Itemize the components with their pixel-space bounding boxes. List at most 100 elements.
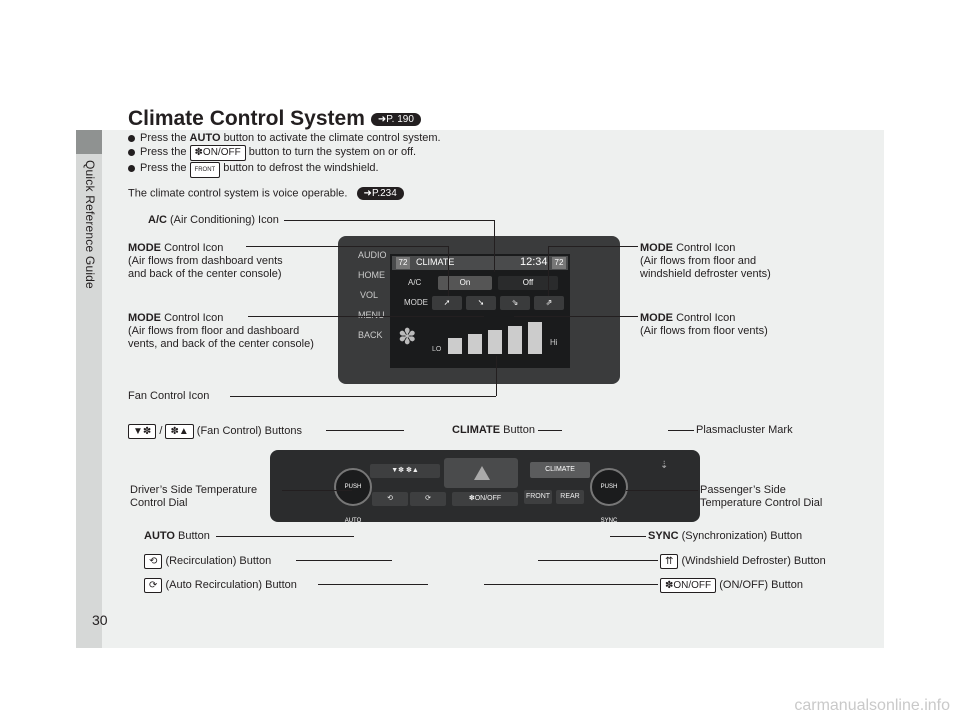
voice-ref-link[interactable]: ➜P.234 [356, 187, 404, 200]
leader-line [610, 536, 646, 537]
leader-line [296, 560, 392, 561]
callout-ac-icon: A/C (Air Conditioning) Icon [148, 214, 279, 226]
callout-auto-button: AUTO Button [144, 530, 210, 542]
fan-level-bar[interactable] [528, 322, 542, 354]
mode-floor-defrost-icon[interactable]: ⇗ [534, 296, 564, 310]
footer [0, 648, 960, 722]
onoff-button[interactable]: ✽ON/OFF [452, 492, 518, 506]
watermark: carmanualsonline.info [794, 697, 950, 714]
recirculation-icon: ⟲ [387, 495, 393, 502]
climate-button[interactable]: CLIMATE [530, 462, 590, 478]
leader-line [326, 430, 404, 431]
display-title: CLIMATE [416, 257, 455, 267]
page-number: 30 [92, 612, 108, 628]
leader-line [484, 584, 658, 585]
display-side-buttons: AUDIO HOME VOL MENU BACK [352, 250, 387, 368]
callout-plasmacluster: Plasmacluster Mark [696, 424, 793, 436]
front-defrost-icon: FRONT [189, 162, 221, 178]
sidebar-tab [76, 130, 102, 154]
volume-button[interactable]: VOL [359, 290, 378, 300]
callout-auto-recirculation: ⟳ (Auto Recirculation) Button [144, 578, 297, 593]
bullet-item: Press the ✽ON/OFF button to turn the sys… [128, 145, 441, 161]
mode-dash-icon[interactable]: ➚ [432, 296, 462, 310]
callout-recirculation: ⟲ (Recirculation) Button [144, 554, 271, 569]
auto-recirculation-button[interactable]: ⟳ [410, 492, 446, 506]
leader-line [538, 560, 658, 561]
leader-line [514, 316, 638, 317]
fan-control-buttons[interactable]: ▼✽ ✽▲ [370, 464, 440, 478]
page-title: Climate Control System ➜P. 190 [128, 107, 421, 131]
callout-sync-button: SYNC (Synchronization) Button [648, 530, 803, 542]
fan-icon: ✽ [398, 324, 417, 349]
recirculation-button[interactable]: ⟲ [372, 492, 408, 506]
callout-mode-floor: MODE Control Icon(Air flows from floor v… [640, 312, 768, 337]
leader-line [626, 490, 698, 491]
leader-line [284, 220, 494, 221]
menu-button[interactable]: MENU [358, 310, 385, 320]
fan-level-bar[interactable] [488, 330, 502, 354]
link-arrow-icon: ➜ [377, 113, 387, 125]
home-button[interactable]: HOME [358, 270, 385, 280]
bullet-list: Press the AUTO button to activate the cl… [128, 131, 441, 178]
callout-windshield: ⇈ (Windshield Defroster) Button [660, 554, 826, 569]
auto-recirculation-icon: ⟳ [144, 578, 163, 593]
ac-off-button[interactable]: Off [498, 276, 558, 290]
callout-mode-floor-defrost: MODE Control Icon(Air flows from floor a… [640, 242, 771, 280]
title-ref-link[interactable]: ➜P. 190 [370, 112, 421, 126]
leader-line [282, 490, 352, 491]
fan-icon: ✽ [194, 147, 203, 158]
driver-temp-dial[interactable]: PUSH AUTO [334, 468, 372, 524]
leader-line [246, 246, 448, 247]
bullet-icon [128, 148, 135, 156]
bullet-item: Press the FRONT button to defrost the wi… [128, 161, 441, 178]
callout-onoff: ✽ON/OFF (ON/OFF) Button [660, 578, 803, 593]
rear-defroster-button[interactable]: REAR [556, 490, 584, 504]
bullet-icon [128, 164, 135, 172]
windshield-defroster-button[interactable]: FRONT [524, 490, 552, 504]
audio-button[interactable]: AUDIO [358, 250, 387, 260]
temp-left: 72 [396, 257, 410, 269]
title-text: Climate Control System [128, 107, 365, 130]
leader-line [548, 246, 549, 296]
fan-down-button-icon: ▼✽ [128, 424, 157, 439]
ac-on-button[interactable]: On [438, 276, 492, 290]
fan-level-bar[interactable] [508, 326, 522, 354]
fan-level-bar[interactable] [468, 334, 482, 354]
temp-right: 72 [552, 257, 566, 269]
sidebar-label: Quick Reference Guide [83, 160, 97, 289]
leader-line [496, 356, 497, 396]
hazard-icon [474, 466, 490, 480]
fan-up-button-icon: ✽▲ [165, 424, 194, 439]
leader-line [668, 430, 694, 431]
link-arrow-icon: ➜ [363, 188, 372, 199]
mode-row: MODE ➚ ➘ ⇘ ⇗ [398, 296, 564, 310]
fan-down-icon: ▼✽ [391, 467, 405, 474]
bullet-item: Press the AUTO button to activate the cl… [128, 131, 441, 145]
mode-dash-floor-icon[interactable]: ➘ [466, 296, 496, 310]
passenger-temp-dial[interactable]: PUSH SYNC [590, 468, 628, 524]
callout-mode-dash: MODE Control Icon(Air flows from dashboa… [128, 242, 283, 280]
auto-recirculation-icon: ⟳ [425, 495, 431, 502]
sidebar [76, 130, 102, 648]
leader-line [448, 246, 449, 296]
ac-row: A/C On Off [398, 276, 564, 290]
bullet-icon [128, 134, 135, 142]
leader-line [230, 396, 496, 397]
fan-level-bar[interactable] [448, 338, 462, 354]
plasmacluster-icon: ⇣ [660, 460, 669, 471]
page-panel [76, 130, 884, 648]
callout-climate-button: CLIMATE Button [452, 424, 535, 436]
display-header: 72 CLIMATE 12:34 72 [392, 256, 568, 270]
callout-fan-buttons: ▼✽ / ✽▲ (Fan Control) Buttons [128, 424, 302, 439]
leader-line [494, 220, 495, 272]
leader-line [538, 430, 562, 431]
mode-floor-icon[interactable]: ⇘ [500, 296, 530, 310]
back-button[interactable]: BACK [358, 330, 383, 340]
leader-line [548, 246, 638, 247]
leader-line [216, 536, 354, 537]
onoff-button-icon: ✽ON/OFF [189, 145, 246, 161]
clock: 12:34 [520, 256, 548, 268]
windshield-defroster-icon: ⇈ [660, 554, 679, 569]
